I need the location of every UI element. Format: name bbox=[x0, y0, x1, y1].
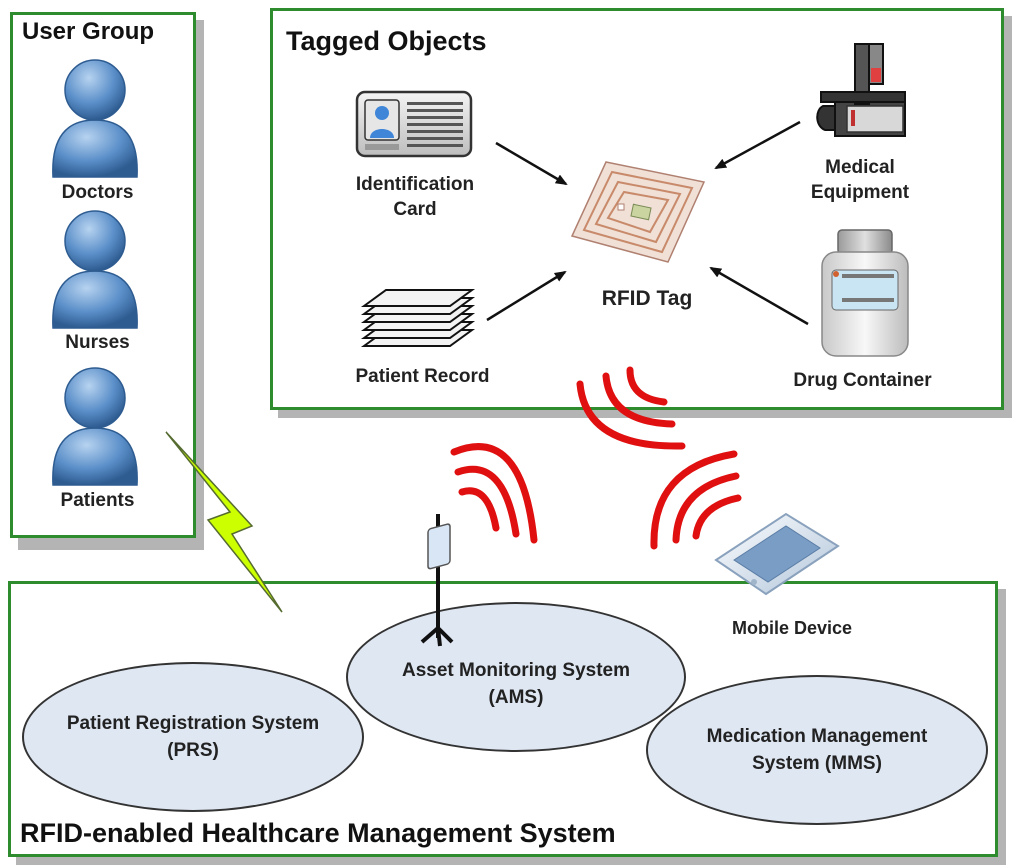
nurses-label: Nurses bbox=[65, 332, 130, 353]
mobile-device-icon bbox=[714, 512, 840, 596]
user-group-title: User Group bbox=[22, 18, 155, 45]
doctors-label: Doctors bbox=[61, 182, 134, 203]
reader-signal-wave-2 bbox=[454, 465, 520, 538]
doctor-person-icon bbox=[52, 59, 138, 178]
medical-equipment-label-1: Medical bbox=[825, 157, 895, 178]
medical-equipment-icon bbox=[816, 43, 906, 137]
ams-ellipse: Asset Monitoring System (AMS) bbox=[346, 602, 686, 752]
reader-signal-wave-1 bbox=[458, 487, 500, 532]
arrow-from-medical-equipment bbox=[714, 120, 801, 170]
identification-card-icon bbox=[355, 90, 473, 158]
tag-signal-wave-3 bbox=[576, 380, 686, 450]
identification-card-label-1: Identification bbox=[355, 174, 475, 195]
identification-card-label-2: Card bbox=[393, 199, 437, 220]
arrow-from-drug-container bbox=[709, 266, 809, 326]
mobile-device-label: Mobile Device bbox=[731, 618, 853, 638]
medical-equipment-label-2: Equipment bbox=[810, 182, 910, 203]
arrow-from-patient-record bbox=[486, 270, 567, 322]
patients-label: Patients bbox=[60, 490, 135, 511]
mms-ellipse: Medication Management System (MMS) bbox=[646, 675, 988, 825]
rfid-tag-icon bbox=[570, 161, 706, 263]
tag-signal-wave-1 bbox=[626, 366, 668, 406]
patient-person-icon bbox=[52, 367, 138, 486]
patient-record-icon bbox=[360, 289, 476, 347]
system-title: RFID-enabled Healthcare Management Syste… bbox=[20, 818, 616, 848]
reader-signal-wave-3 bbox=[450, 443, 538, 544]
prs-label-1: Patient Registration System bbox=[66, 713, 320, 734]
prs-ellipse: Patient Registration System (PRS) bbox=[22, 662, 364, 812]
mobile-signal-wave-2 bbox=[672, 472, 740, 544]
mobile-signal-wave-3 bbox=[650, 450, 738, 550]
ams-label-2: (AMS) bbox=[488, 687, 544, 708]
mms-label-1: Medication Management bbox=[706, 726, 928, 747]
rfid-reader-antenna-icon bbox=[420, 514, 454, 647]
nurse-person-icon bbox=[52, 210, 138, 329]
ams-label-1: Asset Monitoring System bbox=[401, 660, 631, 681]
drug-container-icon bbox=[821, 229, 909, 357]
mobile-signal-wave-1 bbox=[692, 494, 742, 540]
patient-record-label: Patient Record bbox=[355, 366, 490, 387]
tag-signal-wave-2 bbox=[602, 372, 676, 428]
rfid-tag-label: RFID Tag bbox=[601, 287, 693, 310]
arrow-from-id-card bbox=[495, 141, 568, 186]
prs-label-2: (PRS) bbox=[167, 740, 219, 761]
tagged-objects-title: Tagged Objects bbox=[286, 26, 487, 56]
drug-container-label: Drug Container bbox=[793, 370, 932, 391]
mms-label-2: System (MMS) bbox=[752, 753, 882, 774]
